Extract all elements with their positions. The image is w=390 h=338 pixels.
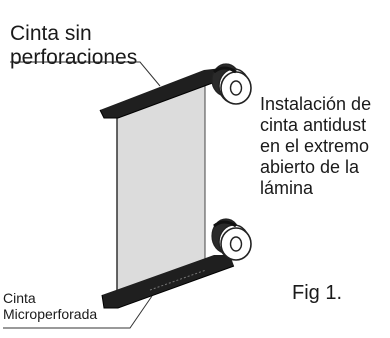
bottom-tape-perforation: [149, 269, 207, 291]
bottom-tape-roll: [101, 218, 252, 309]
bottom-tape-label: Cinta Microperforada: [3, 290, 97, 322]
bottom-tape-label-line: Microperforada: [3, 306, 98, 323]
top-tape-label-line: perforaciones: [10, 45, 138, 69]
bottom-tape-leader: [3, 295, 153, 329]
installation-note-line: abierto de la: [260, 157, 360, 178]
leader-lines: [3, 61, 161, 329]
installation-note: Instalación de cinta antidust en el extr…: [260, 94, 371, 199]
installation-note-line: Instalación de: [260, 94, 372, 114]
bottom-roll-core: [229, 236, 243, 252]
top-tape-lip: [99, 77, 227, 119]
bottom-tape-label-line: Cinta: [3, 290, 36, 306]
top-roll-edge-shadow: [213, 66, 237, 74]
bottom-roll-edge-shadow: [213, 220, 237, 228]
top-tape-label-line: Cinta sin: [10, 22, 92, 45]
installation-note-line: lámina: [260, 178, 314, 199]
top-tape-band: [100, 68, 226, 118]
top-tape-leader: [10, 61, 161, 87]
top-tape-roll: [99, 63, 252, 119]
installation-note-line: cinta antidust: [260, 115, 367, 136]
figure-caption: Fig 1.: [292, 282, 343, 304]
top-roll-core: [229, 80, 243, 96]
bottom-tape-band: [102, 255, 234, 308]
bottom-tape-lip: [101, 265, 235, 309]
top-tape-label: Cinta sin perforaciones: [10, 22, 137, 69]
installation-note-line: en el extremo: [260, 136, 370, 157]
